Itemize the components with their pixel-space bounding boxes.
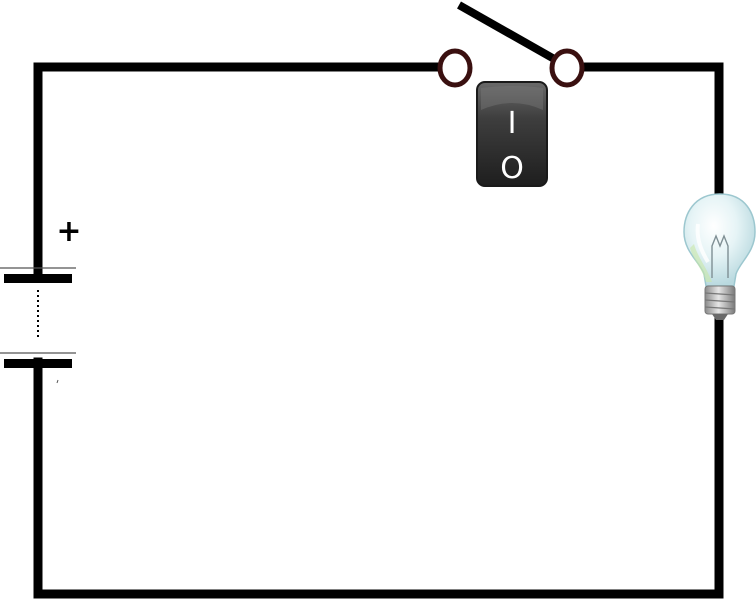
switch-terminal-right <box>549 48 585 88</box>
bulb-base-threads <box>704 292 736 310</box>
battery-positive-label: + <box>56 214 81 249</box>
knife-switch-icon <box>437 1 585 88</box>
wires <box>33 62 724 599</box>
light-bulb-icon <box>683 193 756 320</box>
bulb-tint <box>690 244 712 282</box>
battery-icon: + <box>0 214 82 384</box>
bulb-highlight <box>695 223 710 264</box>
rocker-switch-icon[interactable]: I O <box>476 81 548 187</box>
knife-switch-lever <box>457 1 558 64</box>
battery-tick-mark <box>56 379 59 384</box>
rocker-switch-body[interactable] <box>476 81 548 187</box>
bulb-glass <box>683 193 756 287</box>
rocker-on-label: I <box>508 106 517 141</box>
bulb-contact <box>712 314 728 320</box>
switch-terminal-left <box>437 48 473 88</box>
rocker-off-label: O <box>500 151 524 186</box>
battery-plate-top <box>4 274 72 283</box>
rocker-switch-highlight <box>481 86 543 110</box>
bulb-filament <box>711 234 729 278</box>
battery-plate-bottom <box>4 359 72 368</box>
